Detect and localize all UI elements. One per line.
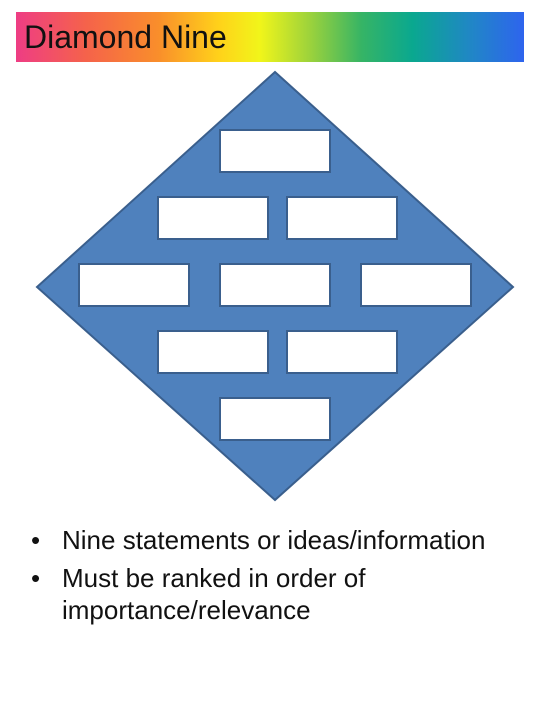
ranking-box	[219, 129, 331, 173]
page-title: Diamond Nine	[24, 19, 227, 55]
bullet-text: Nine statements or ideas/information	[62, 525, 486, 555]
title-bar: Diamond Nine	[16, 12, 524, 62]
ranking-box	[286, 196, 398, 240]
ranking-box	[286, 330, 398, 374]
bullet-item: • Nine statements or ideas/information	[22, 524, 522, 556]
ranking-box	[219, 397, 331, 441]
bullet-glyph: •	[31, 525, 41, 555]
ranking-box	[219, 263, 331, 307]
ranking-box	[157, 330, 269, 374]
ranking-boxes	[78, 129, 472, 441]
bullet-text: Must be ranked in order of importance/re…	[62, 563, 366, 625]
bullet-item: • Must be ranked in order of importance/…	[22, 562, 522, 626]
ranking-box	[78, 263, 190, 307]
bullet-list: • Nine statements or ideas/information •…	[22, 524, 522, 632]
ranking-box	[157, 196, 269, 240]
bullet-glyph: •	[31, 563, 41, 593]
ranking-box	[360, 263, 472, 307]
